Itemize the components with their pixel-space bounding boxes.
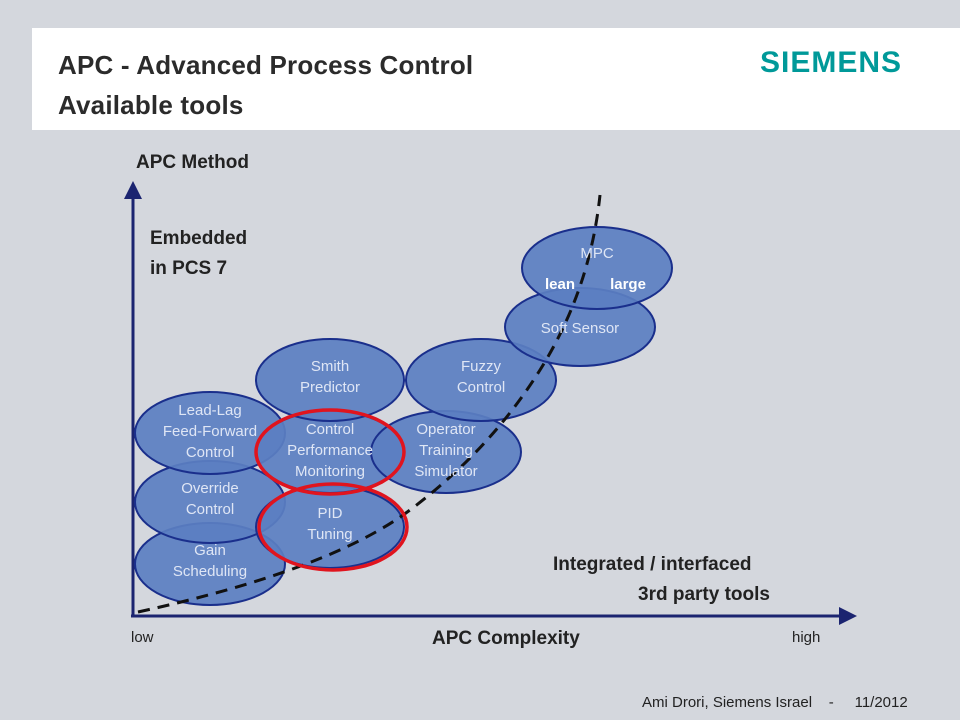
tool-label-soft-sensor: Soft Sensor — [541, 320, 619, 337]
tool-label-override-control: Override — [181, 480, 239, 497]
tool-label-pid-tuning: Tuning — [307, 526, 352, 543]
tool-label-mpc-large: large — [610, 276, 646, 293]
highlight-ring-pid-tuning — [257, 482, 409, 572]
footer-author: Ami Drori, Siemens Israel — [642, 694, 813, 711]
tool-label-control-performance-monitoring: Monitoring — [295, 463, 365, 480]
tool-label-operator-training-simulator: Training — [419, 442, 473, 459]
integrated-label-line-2: 3rd party tools — [638, 584, 770, 605]
tool-label-fuzzy-control: Fuzzy — [461, 358, 502, 375]
tool-label-smith-predictor: Predictor — [300, 379, 360, 396]
complexity-curve — [137, 194, 602, 614]
tool-label-lead-lag-feed-forward-control: Control — [186, 444, 234, 461]
x-axis-low-label: low — [131, 629, 154, 646]
tool-label-lead-lag-feed-forward-control: Feed-Forward — [163, 423, 257, 440]
siemens-logo: SIEMENS — [760, 46, 903, 79]
ellipse-mpc — [521, 226, 673, 310]
tool-label-control-performance-monitoring: Control — [306, 421, 354, 438]
integrated-label-line-1: Integrated / interfaced — [553, 554, 752, 575]
header-bar — [32, 28, 960, 130]
footer: Ami Drori, Siemens Israel - 11/2012 — [642, 694, 908, 711]
ellipse-smith-predictor — [255, 338, 405, 422]
tool-label-fuzzy-control: Control — [457, 379, 505, 396]
slide-title-line-1: APC - Advanced Process Control — [58, 50, 474, 80]
tool-label-operator-training-simulator: Operator — [416, 421, 475, 438]
x-axis-label: APC Complexity — [432, 628, 580, 649]
footer-date: 11/2012 — [854, 694, 908, 711]
y-axis-label: APC Method — [136, 152, 249, 173]
tool-label-mpc-lean: lean — [545, 276, 575, 293]
tool-label-gain-scheduling: Scheduling — [173, 563, 247, 580]
slide-title-line-2: Available tools — [58, 90, 244, 120]
embedded-label-line-2: in PCS 7 — [150, 258, 228, 279]
tool-label-pid-tuning: PID — [317, 505, 342, 522]
tool-label-smith-predictor: Smith — [311, 358, 349, 375]
tool-label-operator-training-simulator: Simulator — [414, 463, 477, 480]
embedded-label-line-1: Embedded — [150, 228, 248, 249]
tool-label-override-control: Control — [186, 501, 234, 518]
tool-label-control-performance-monitoring: Performance — [287, 442, 373, 459]
tool-label-mpc: MPC — [580, 245, 614, 262]
x-axis-high-label: high — [792, 629, 821, 646]
tool-label-lead-lag-feed-forward-control: Lead-Lag — [178, 402, 241, 419]
tool-label-gain-scheduling: Gain — [194, 542, 226, 559]
footer-separator: - — [828, 694, 834, 711]
highlight-ring-control-performance — [254, 408, 406, 496]
